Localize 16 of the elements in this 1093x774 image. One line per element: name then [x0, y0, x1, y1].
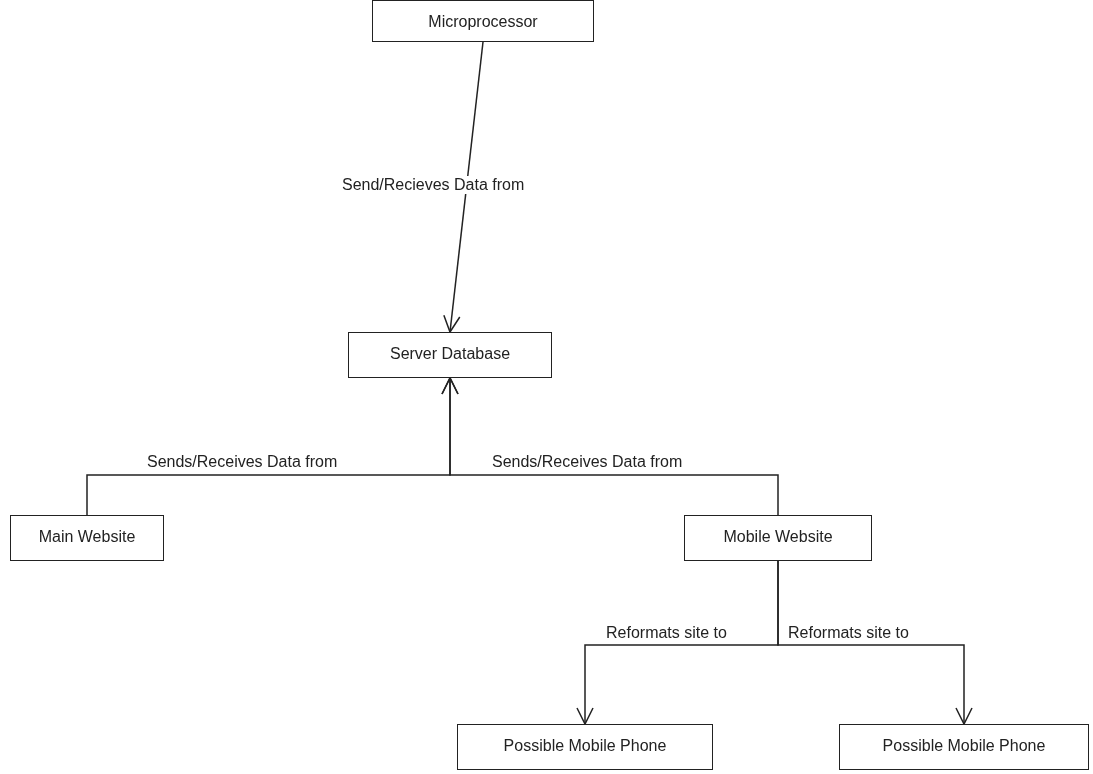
edge-label: Send/Recieves Data from [340, 176, 527, 194]
process-box [10, 515, 164, 561]
box-label: Main Website [38, 528, 136, 546]
process-box [684, 515, 872, 561]
box-label: Mobile Website [723, 528, 833, 546]
box-label: Possible Mobile Phone [503, 737, 667, 755]
process-box [372, 0, 594, 42]
box-label: Possible Mobile Phone [882, 737, 1046, 755]
box-label: Microprocessor [428, 13, 538, 31]
process-box [348, 332, 552, 378]
process-box [457, 724, 713, 770]
arrow [441, 377, 779, 516]
arrow [777, 560, 973, 725]
arrow [443, 41, 484, 333]
process-box [839, 724, 1089, 770]
box-label: Server Database [389, 345, 511, 363]
